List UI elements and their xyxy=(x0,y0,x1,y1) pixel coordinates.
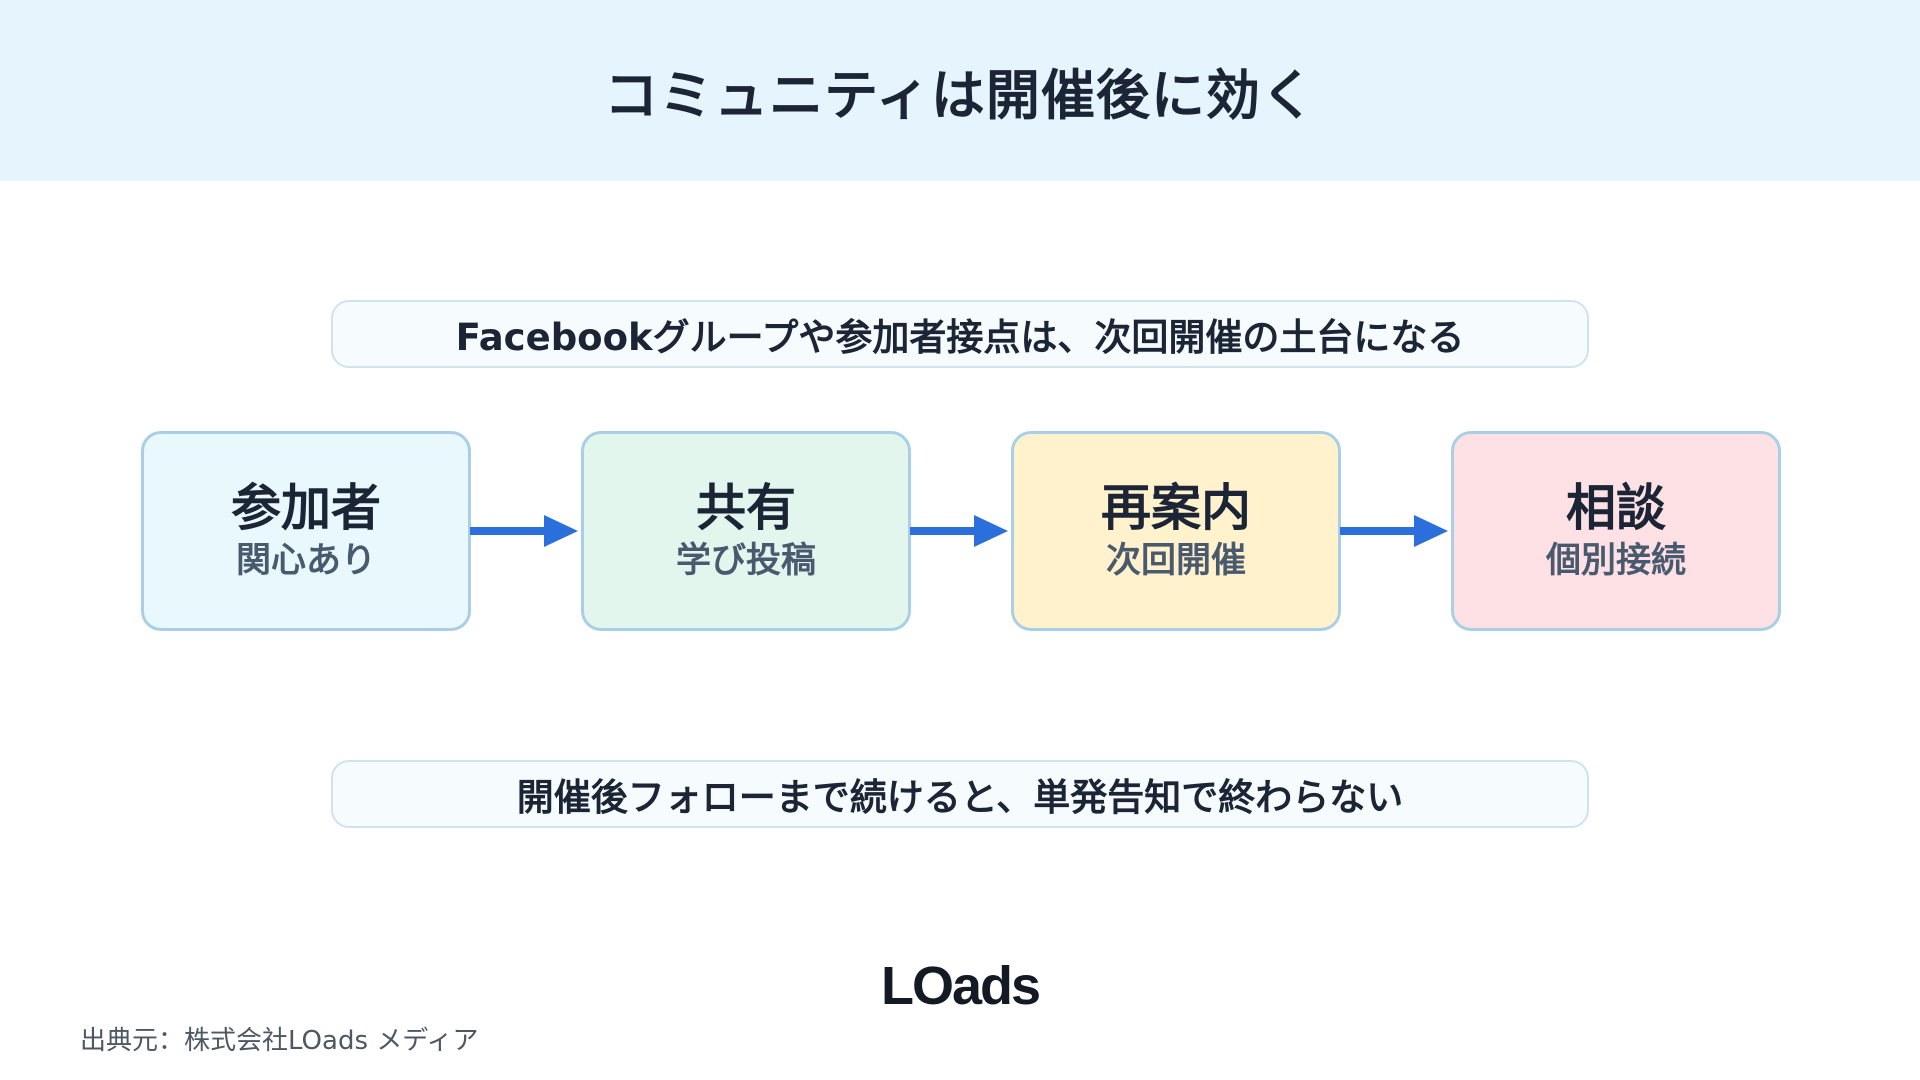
step-title: 共有 xyxy=(696,479,796,537)
arrow-right-icon xyxy=(470,515,578,547)
step-subtitle: 関心あり xyxy=(235,541,376,581)
step-title: 参加者 xyxy=(231,479,381,537)
arrow-right-icon xyxy=(910,515,1008,547)
step-consultation: 相談 個別接続 xyxy=(1451,431,1781,631)
step-subtitle: 学び投稿 xyxy=(675,541,816,581)
arrow-right-icon xyxy=(1340,515,1448,547)
step-subtitle: 個別接続 xyxy=(1545,541,1686,581)
header-banner: コミュニティは開催後に効く xyxy=(0,0,1920,181)
step-title: 再案内 xyxy=(1101,479,1251,537)
bottom-note: 開催後フォローまで続けると、単発告知で終わらない xyxy=(331,760,1589,828)
loads-logo: LOads xyxy=(880,956,1041,1016)
step-share: 共有 学び投稿 xyxy=(581,431,911,631)
step-subtitle: 次回開催 xyxy=(1105,541,1246,581)
step-reinvite: 再案内 次回開催 xyxy=(1011,431,1341,631)
top-note: Facebookグループや参加者接点は、次回開催の土台になる xyxy=(331,300,1589,368)
step-participants: 参加者 関心あり xyxy=(141,431,471,631)
step-title: 相談 xyxy=(1566,479,1666,537)
page-title: コミュニティは開催後に効く xyxy=(604,64,1316,127)
source-credit: 出典元：株式会社LOads メディア xyxy=(80,1026,479,1056)
